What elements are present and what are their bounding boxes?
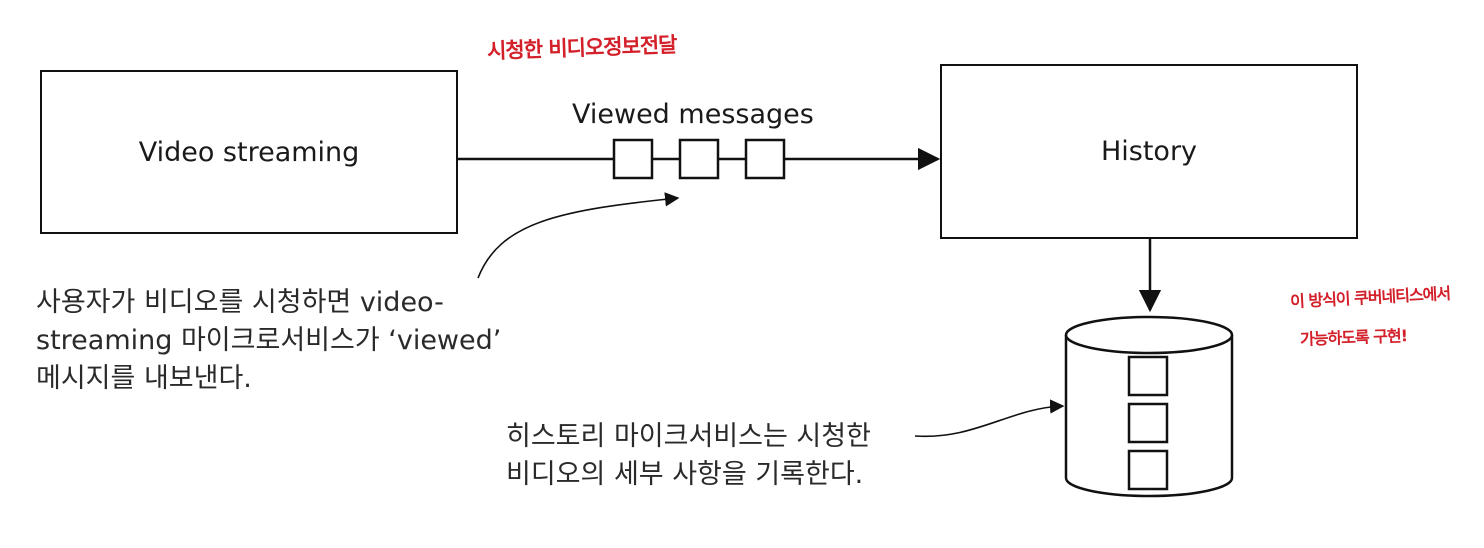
database-icon [1064, 315, 1234, 498]
history-label: History [1100, 136, 1198, 167]
consumer-note: 히스토리 마이크서비스는 시청한 비디오의 세부 사항을 기록한다. [506, 421, 871, 490]
handwritten-right-note-2: 가능하도록 구현! [1299, 326, 1408, 349]
db-record-3 [1127, 449, 1169, 491]
message-square-3 [744, 138, 786, 180]
video-streaming-label: Video streaming [138, 136, 360, 168]
producer-note: 사용자가 비디오를 시청하면 video- streaming 마이크로서비스가… [36, 287, 502, 394]
db-record-2 [1127, 402, 1169, 444]
message-square-2 [678, 138, 720, 180]
producer-callout-curve [477, 192, 680, 279]
video-streaming-box: Video streaming [40, 70, 458, 234]
history-box: History [940, 64, 1358, 239]
message-square-1 [612, 138, 654, 180]
consumer-callout-curve [914, 399, 1065, 438]
db-record-1 [1127, 355, 1169, 397]
channel-label: Viewed messages [572, 99, 814, 130]
